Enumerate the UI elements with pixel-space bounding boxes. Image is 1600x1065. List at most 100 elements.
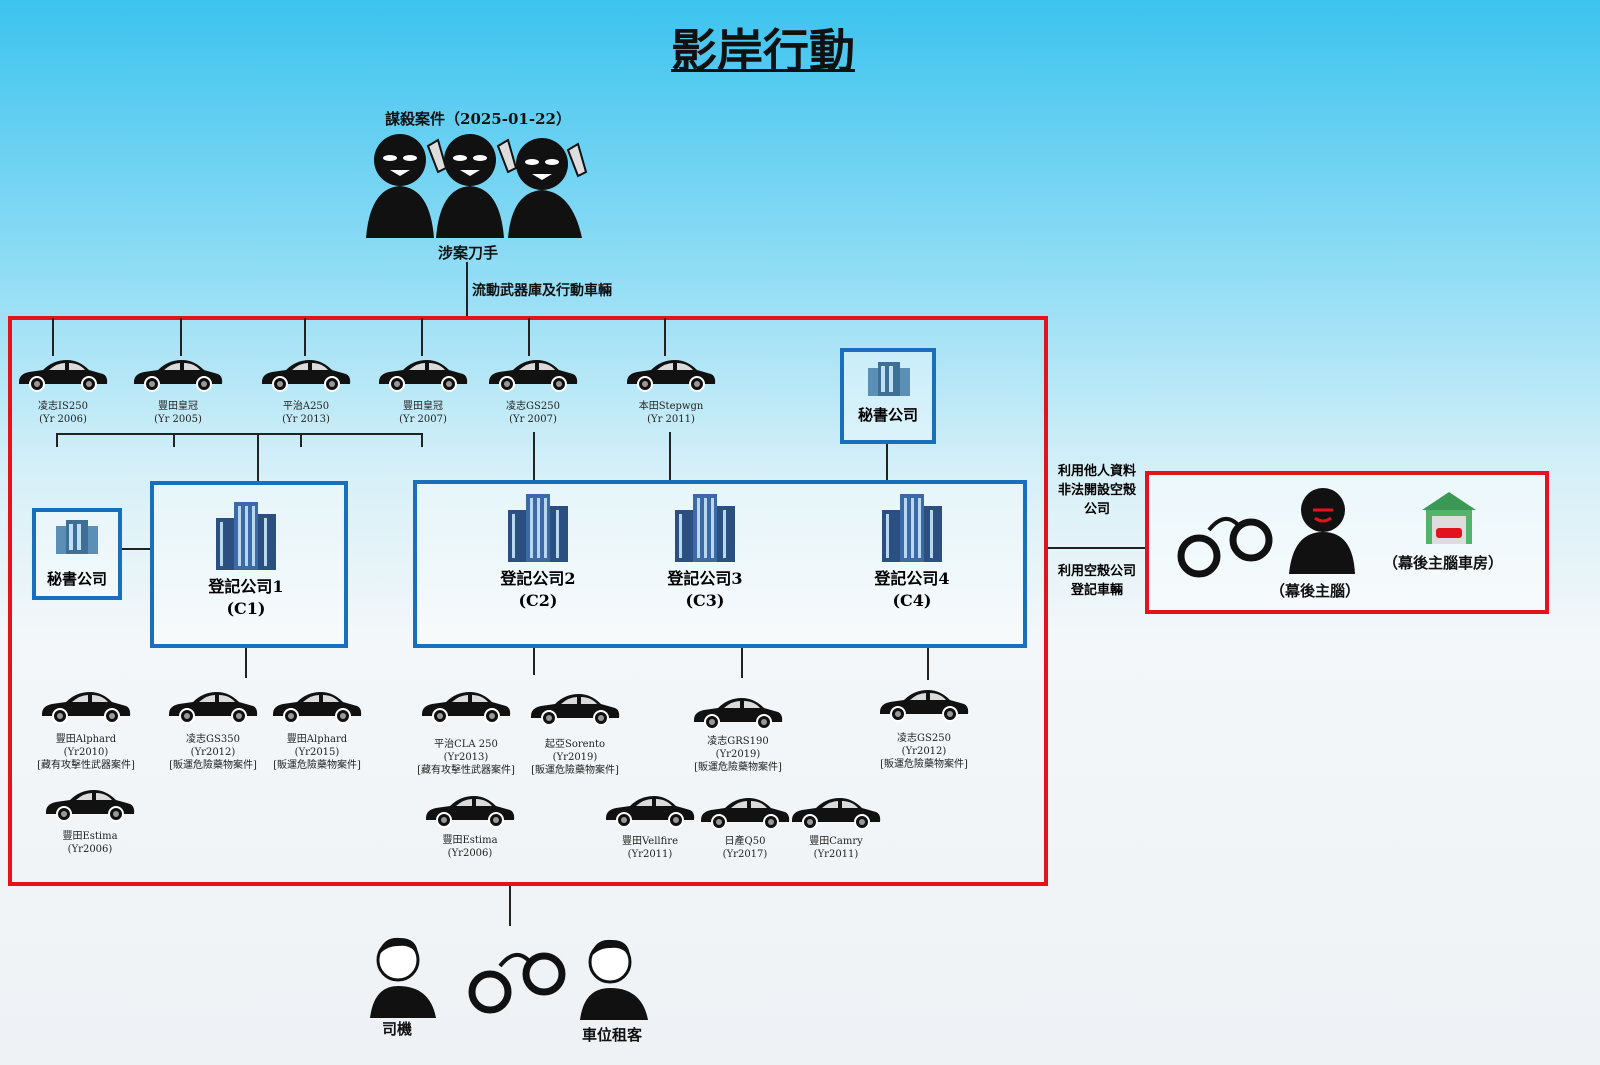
connector-line (528, 318, 530, 356)
driver-label: 司機 (382, 1020, 413, 1038)
connector-line (533, 432, 535, 481)
car-label: 日產Q50 (Yr2017) (680, 835, 810, 861)
car-year: (Yr2015) (294, 747, 340, 758)
connector-line (664, 318, 666, 356)
car-model: 凌志GS350 (186, 734, 240, 745)
car-model: 豐田Camry (809, 836, 863, 847)
building-icon (214, 498, 278, 574)
car-model: 凌志IS250 (38, 401, 88, 412)
car-model: 日產Q50 (724, 836, 766, 847)
car-year: (Yr2017) (722, 849, 768, 860)
secretary-company-label: 秘書公司 (46, 570, 107, 588)
connector-line (122, 548, 150, 550)
car-year: (Yr2011) (627, 849, 673, 860)
car-label: 豐田Estima(Yr2006) (25, 830, 155, 856)
building-icon (52, 518, 102, 558)
car-model: 凌志GRS190 (707, 736, 769, 747)
car-case: [販運危險藥物案件] (531, 765, 619, 776)
connector-line (1048, 547, 1145, 549)
car-icon (377, 356, 469, 396)
car-model: 豐田皇冠 (158, 401, 198, 412)
secretary-company-label: 秘書公司 (857, 406, 918, 424)
car-year: (Yr2012) (190, 747, 236, 758)
car-label: 平治CLA 250(Yr2013)[藏有攻擊性武器案件] (401, 738, 531, 777)
car-year: (Yr2019) (715, 749, 761, 760)
car-model: 平治A250 (282, 401, 330, 412)
company-name: 登記公司4 (874, 569, 950, 588)
car-icon (604, 792, 696, 832)
car-icon (699, 794, 791, 834)
car-model: 豐田Estima (442, 835, 498, 846)
car-model: 起亞Sorento (544, 739, 606, 750)
car-year: (Yr2011) (813, 849, 859, 860)
company-code: (C1) (226, 599, 266, 618)
car-year: (Yr2010) (63, 747, 109, 758)
connector-line (741, 648, 743, 678)
car-year: (Yr2012) (901, 746, 947, 757)
connector-line (56, 433, 422, 435)
car-icon (271, 688, 363, 728)
car-icon (878, 686, 970, 726)
car-model: 豐田Estima (62, 831, 118, 842)
company-code: (C3) (685, 591, 725, 610)
car-icon (260, 356, 352, 396)
car-icon (17, 356, 109, 396)
car-icon (167, 688, 259, 728)
tenant-label: 車位租客 (582, 1026, 643, 1044)
car-label: 凌志IS250(Yr 2006) (0, 400, 128, 426)
page-title: 影岸行動 (671, 24, 855, 78)
car-icon (529, 690, 621, 730)
car-icon (44, 786, 136, 826)
car-model: 凌志GS250 (506, 401, 560, 412)
connector-line (533, 648, 535, 675)
car-label: 豐田Alphard(Yr2015)[販運危險藥物案件] (252, 733, 382, 772)
building-icon (506, 490, 570, 566)
car-label: 豐田Estima (Yr2006) (405, 834, 535, 860)
car-year: (Yr 2007) (399, 414, 447, 425)
car-year: (Yr2006) (447, 848, 493, 859)
car-year: (Yr 2011) (647, 414, 695, 425)
car-model: 豐田皇冠 (403, 401, 443, 412)
connector-line (421, 318, 423, 356)
car-model: 本田Stepwgn (638, 401, 704, 412)
car-year: (Yr 2005) (154, 414, 202, 425)
connector (509, 886, 511, 926)
register-vehicle-text: 利用空殼公司登記車輛 (1057, 564, 1136, 598)
car-case: [販運危險藥物案件] (694, 762, 782, 773)
car-icon (40, 688, 132, 728)
car-label: 凌志GRS190 (Yr2019) [販運危險藥物案件] (673, 735, 803, 774)
car-icon (692, 694, 784, 734)
arsenal-label: 流動武器庫及行動車輛 (472, 283, 612, 299)
knifemen-label: 涉案刀手 (438, 244, 499, 262)
garage-label: （幕後主腦車房） (1383, 554, 1504, 572)
car-icon (424, 792, 516, 832)
knifemen-icon (366, 134, 588, 238)
company-name: 登記公司3 (667, 569, 743, 588)
car-year: (Yr2019) (552, 752, 598, 763)
car-icon (487, 356, 579, 396)
case-label: 謀殺案件（2025-01-22） (385, 110, 571, 128)
car-model: 凌志GS250 (897, 733, 951, 744)
connector-line (300, 433, 302, 447)
car-model: 平治CLA 250 (434, 739, 498, 750)
car-year: (Yr 2013) (282, 414, 330, 425)
connector-line (257, 433, 259, 482)
car-label: 平治A250 (Yr 2013) (241, 400, 371, 426)
car-label: 豐田皇冠 (Yr 2007) (358, 400, 488, 426)
car-model: 豐田Alphard (55, 734, 117, 745)
car-icon (420, 688, 512, 728)
mastermind-icon (1289, 488, 1355, 574)
car-year: (Yr2013) (443, 752, 489, 763)
car-icon (790, 794, 882, 834)
garage-icon (1422, 492, 1476, 544)
secretary-company-box-left: 秘書公司 (32, 508, 122, 600)
car-label: 起亞Sorento (Yr2019) [販運危險藥物案件] (510, 738, 640, 777)
handcuffs-icon (1177, 517, 1273, 578)
connector-line (304, 318, 306, 356)
company-code: (C4) (892, 591, 932, 610)
connector-line (421, 433, 423, 447)
car-label: 豐田皇冠 (Yr 2005) (113, 400, 243, 426)
car-label: 豐田Vellfire(Yr2011) (585, 835, 715, 861)
handcuffs-icon (468, 952, 566, 1014)
car-label: 豐田Alphard(Yr2010)[藏有攻擊性武器案件] (21, 733, 151, 772)
